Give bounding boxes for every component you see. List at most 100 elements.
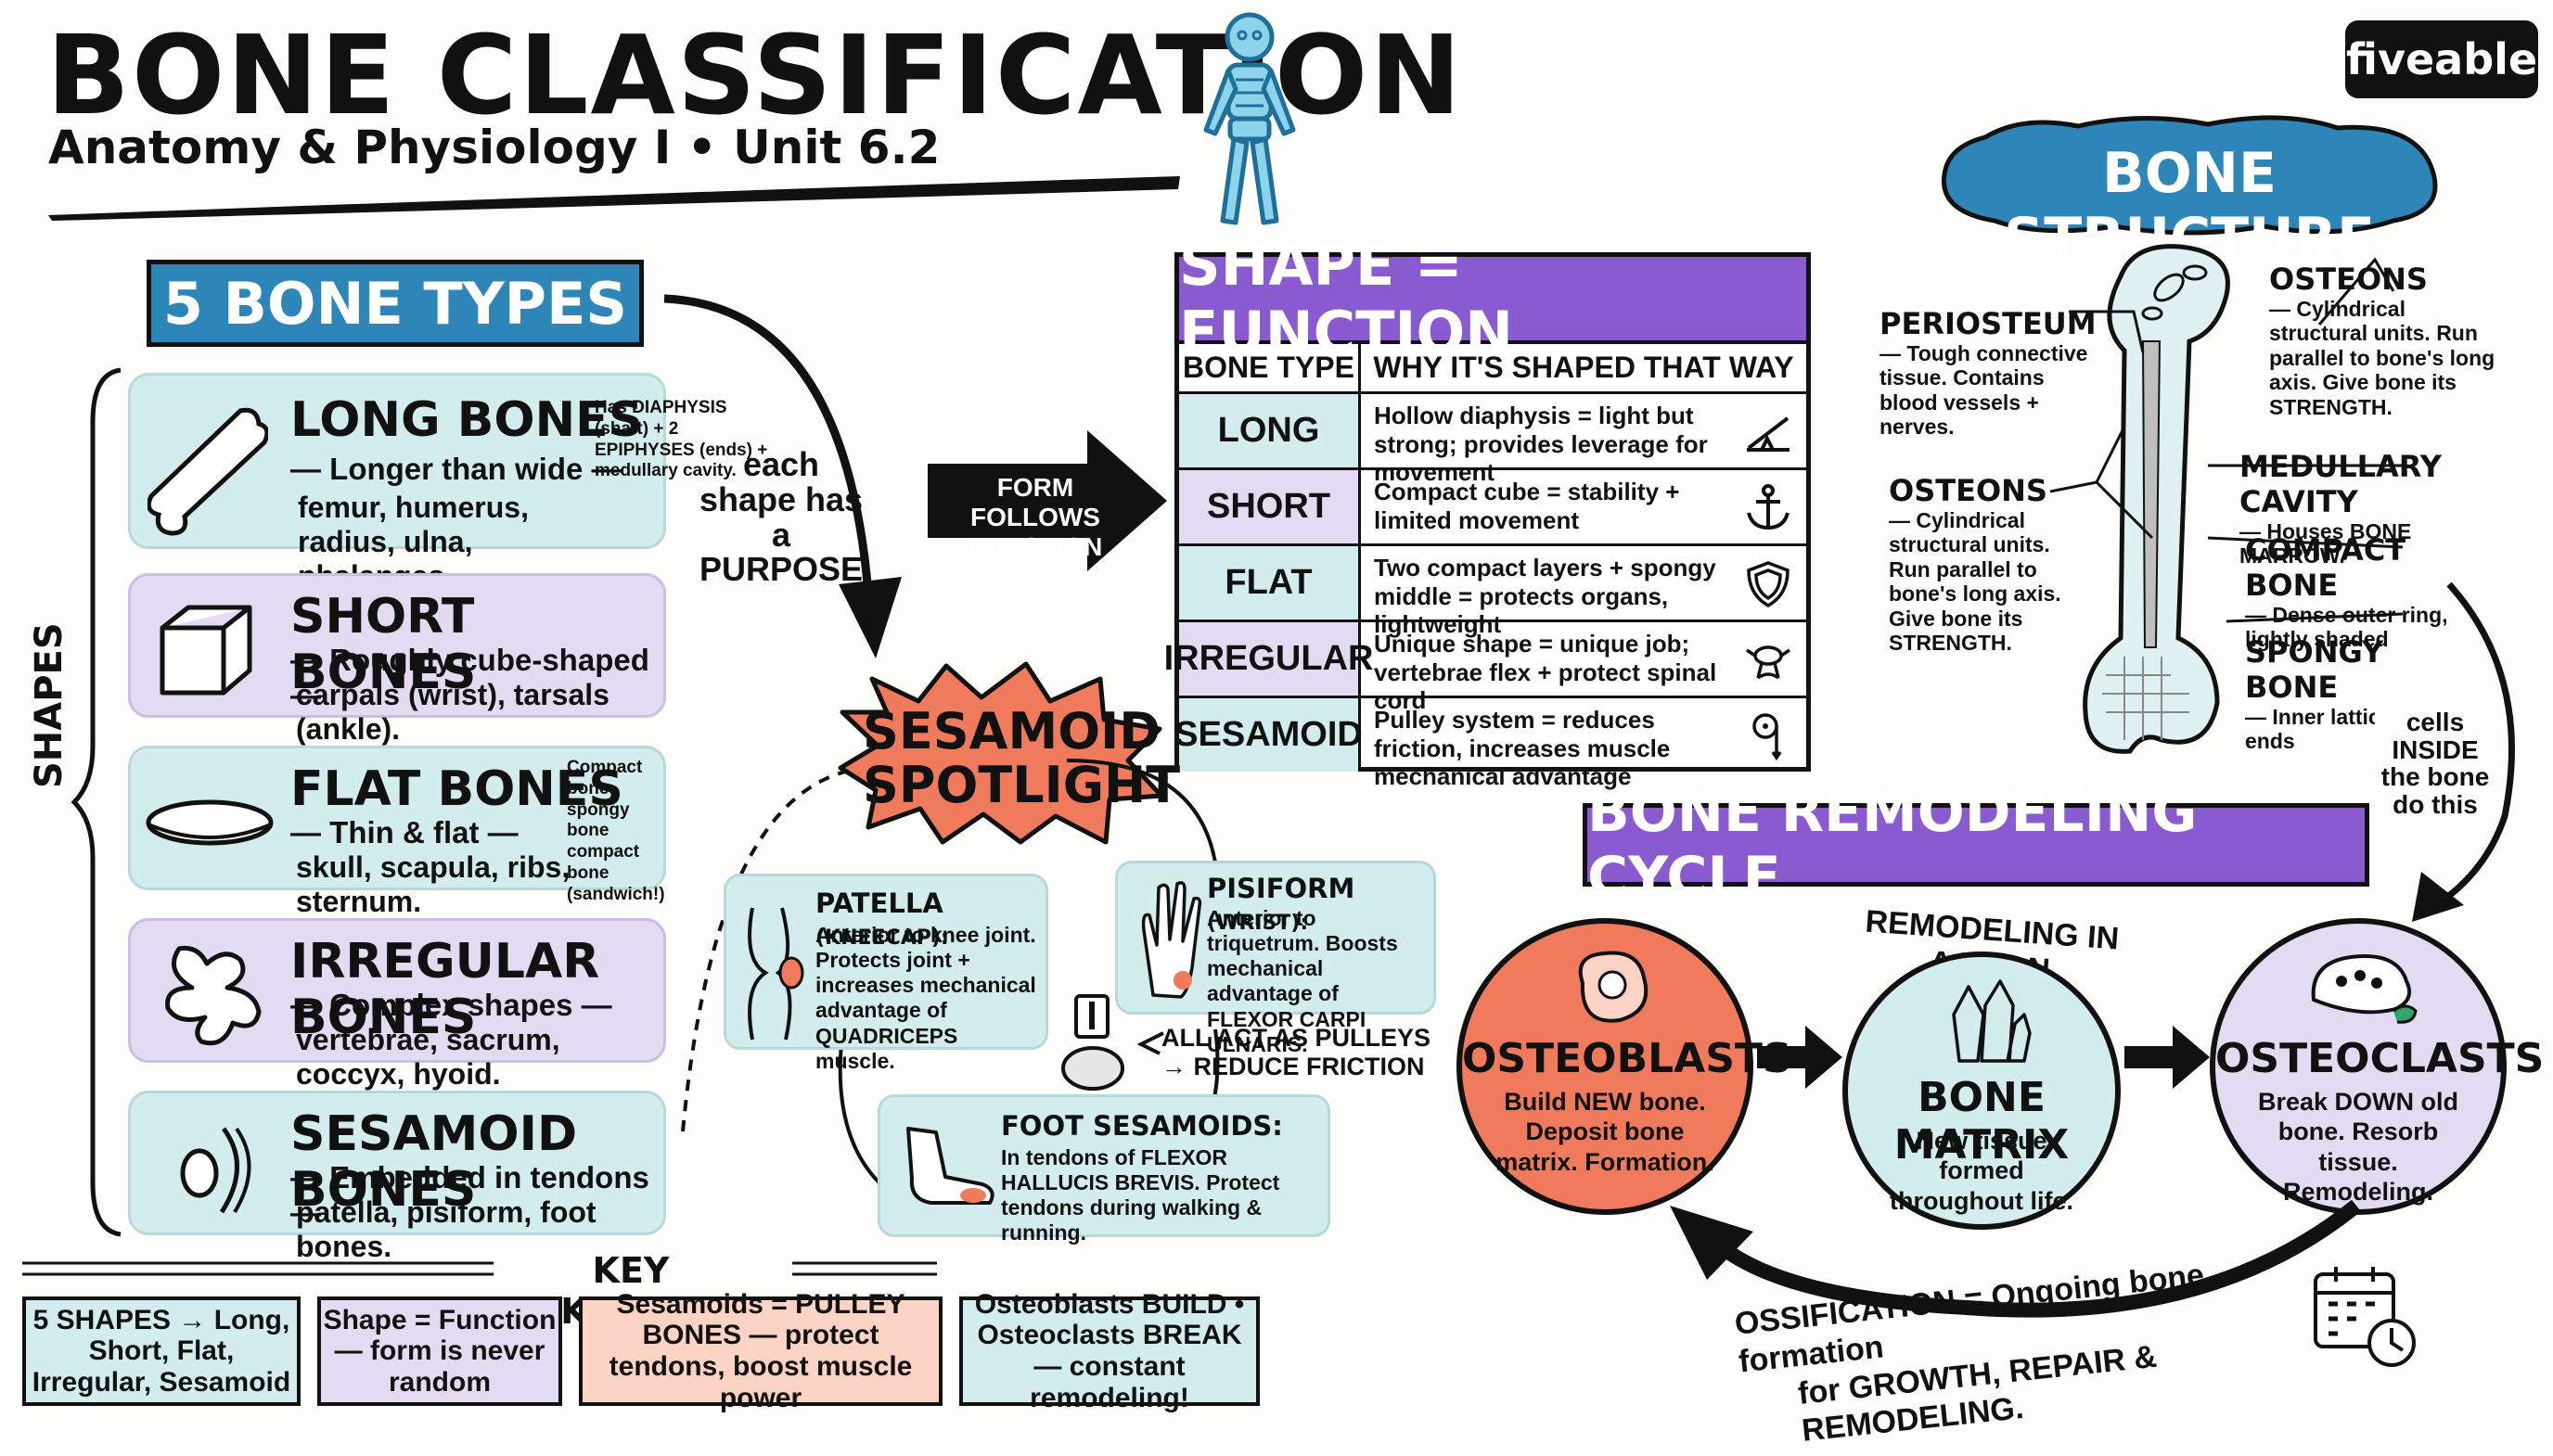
compact-body: — Dense outer ring, lightly shaded [2245,603,2448,652]
bone-matrix-head: BONE MATRIX [1893,1074,2070,1169]
foot-box: FOOT SESAMOIDS: In tendons of FLEXOR HAL… [878,1094,1330,1245]
long-bones-desc: — Longer than wide — [290,452,622,486]
form-follows-arrow [928,430,1167,571]
col-bone-type: BONE TYPE [1179,344,1361,394]
osteoblasts-circle: OSTEOBLASTS Build NEW bone. Deposit bone… [1456,918,1792,1215]
row-why-short: Compact cube = stability + limited movem… [1374,478,1680,534]
irregular-bones-title: IRREGULAR BONES [290,934,600,1045]
osteons-right-body: — Cylindrical structural units. Run para… [2269,297,2495,419]
col-why-shaped: WHY IT'S SHAPED THAT WAY [1361,344,1806,394]
cells-arrow [2412,581,2515,922]
long-bones-card: LONG BONES — Longer than wide — femur, h… [128,373,767,593]
medullary-body: — Houses BONE MARROW. [2239,519,2412,568]
row-type-short: SHORT [1179,470,1361,543]
osteons-left-label: OSTEONS — Cylindrical structural units. … [1889,473,2074,656]
bone-types-banner: 5 BONE TYPES [147,260,644,347]
flat-bones-card: FLAT BONES — Thin & flat — skull, scapul… [128,746,666,918]
long-bones-title: LONG BONES [290,392,644,448]
spotlight-title-line1: SESAMOID [863,702,1161,760]
shape-function-table: SHAPE = FUNCTION BONE TYPE WHY IT'S SHAP… [1164,231,1811,790]
femur-diagram [2083,244,2230,754]
shapes-bracket [71,367,122,1237]
foot-body: In tendons of FLEXOR HALLUCIS BREVIS. Pr… [1001,1145,1280,1245]
medullary-head: MEDULLARY CAVITY [2239,449,2442,519]
row-type-flat: FLAT [1179,546,1361,619]
table-row: IRREGULAR Unique shape = unique job; ver… [1164,622,1806,714]
row-why-sesamoid: Pulley system = reduces friction, increa… [1374,706,1671,791]
flat-bones-title: FLAT BONES [290,761,623,817]
pisiform-body: Anterior to triquetrum. Boosts mechanica… [1207,906,1398,1056]
flat-bones-note: Compact bone spongy bone compact bone (s… [567,758,665,904]
takeaway-card: Sesamoids = PULLEY BONES — protect tendo… [579,1289,943,1413]
pisiform-head: PISIFORM (WRIST): [1207,873,1355,935]
takeaway-card: 5 SHAPES → Long, Short, Flat, Irregular,… [22,1296,301,1406]
purpose-note: each shape has a PURPOSE [699,445,864,589]
row-type-sesamoid: SESAMOID [1174,698,1363,772]
skeleton-icon [1203,12,1296,225]
page-subtitle: Anatomy & Physiology I • Unit 6.2 [48,121,941,174]
shield-icon [1747,561,1790,608]
sesamoid-bones-card: SESAMOID BONES — Embedded in tendons — p… [128,1091,666,1263]
knee-icon [748,907,804,1041]
foot-head: FOOT SESAMOIDS: [1001,1110,1283,1142]
table-row: LONG Hollow diaphysis = light but strong… [1179,394,1806,486]
bone-matrix-body: New tissue formed throughout life. [1890,1127,2073,1215]
osteons-left-head: OSTEONS [1889,473,2047,508]
pulley-icon [1752,713,1782,761]
compact-head: COMPACT BONE [2245,532,2406,603]
vertebra-icon [1746,645,1790,680]
crystal-icon [1952,979,2032,1063]
patella-head: PATELLA (KNEECAP): [815,888,949,950]
structure-cloud [1941,115,2438,236]
row-why-flat: Two compact layers + spongy middle = pro… [1374,554,1716,639]
cycle-return-arrow [1670,1199,2362,1318]
irregular-bones-desc: — Complex shapes — [290,988,612,1022]
irregular-bones-card: IRREGULAR BONES — Complex shapes — verte… [128,918,666,1091]
purpose-arrow [663,294,902,658]
osteoclasts-circle: OSTEOCLASTS Break DOWN old bone. Resorb … [2210,918,2545,1215]
pisiform-box: PISIFORM (WRIST): Anterior to triquetrum… [1115,861,1436,1056]
lever-icon [1747,416,1790,452]
flat-bones-desc: — Thin & flat — [290,815,519,849]
bone-matrix-circle: BONE MATRIX New tissue formed throughout… [1842,952,2121,1230]
irregular-bones-examples: vertebrae, sacrum, coccyx, hyoid. [296,1023,560,1091]
foot-icon [906,1127,994,1205]
form-follows-label: FORM FOLLOWS FUNCTION [968,473,1103,562]
short-bones-card: SHORT BONES — Roughly cube-shaped — carp… [128,573,666,746]
row-type-irregular: IRREGULAR [1164,622,1373,696]
osteons-right-head: OSTEONS [2269,262,2428,297]
table-row: SHORT Compact cube = stability + limited… [1179,470,1806,546]
pulleys-note: ALL ACT AS PULLEYS → REDUCE FRICTION [1161,1024,1431,1081]
spongy-head: SPONGY BONE [2245,634,2384,705]
shapes-label: SHAPES [28,622,71,788]
takeaway-card: Shape = Function — form is never random [317,1296,562,1406]
compact-label: COMPACT BONE — Dense outer ring, lightly… [2245,532,2495,652]
remodeling-banner: BONE REMODELING CYCLE [1583,780,2369,910]
arrow-to-matrix [1757,1026,1842,1089]
flat-disc-icon [146,799,274,846]
cube-icon [160,605,252,696]
irregular-shape-icon [165,945,262,1046]
calendar-clock-icon [2314,1267,2416,1367]
osteoclasts-head: OSTEOCLASTS [2215,1035,2545,1082]
table-row: FLAT Two compact layers + spongy middle … [1179,546,1806,638]
row-why-irregular: Unique shape = unique job; vertebrae fle… [1374,630,1717,715]
sesamoid-bones-desc: — Embedded in tendons — [290,1160,649,1230]
long-bones-note: Has DIAPHYSIS (shaft) + 2 EPIPHYSES (end… [595,398,768,481]
arrow-to-osteoclasts [2124,1026,2210,1089]
long-bone-icon [148,407,268,536]
periosteum-head: PERIOSTEUM [1879,306,2097,341]
table-row: SESAMOID Pulley system = reduces frictio… [1174,698,1806,790]
brand-logo: fiveable [2345,20,2538,98]
patella-body: Anterior to knee joint. Protects joint +… [815,923,1036,1073]
pulleys-arrow [1136,1031,1164,1055]
osteoclast-cell-icon [2311,954,2418,1024]
pulley-wheel-icon [1061,994,1124,1091]
osteoclasts-body: Break DOWN old bone. Resorb tissue. Remo… [2257,1088,2458,1207]
hand-icon [1141,881,1202,999]
osteoblasts-body: Build NEW bone. Deposit bone matrix. For… [1495,1088,1714,1176]
row-type-long: LONG [1179,394,1361,467]
structure-leader-lines [2049,257,2404,623]
shape-function-title: SHAPE = FUNCTION [1179,231,1806,366]
flat-bones-examples: skull, scapula, ribs, sternum. [296,850,571,918]
